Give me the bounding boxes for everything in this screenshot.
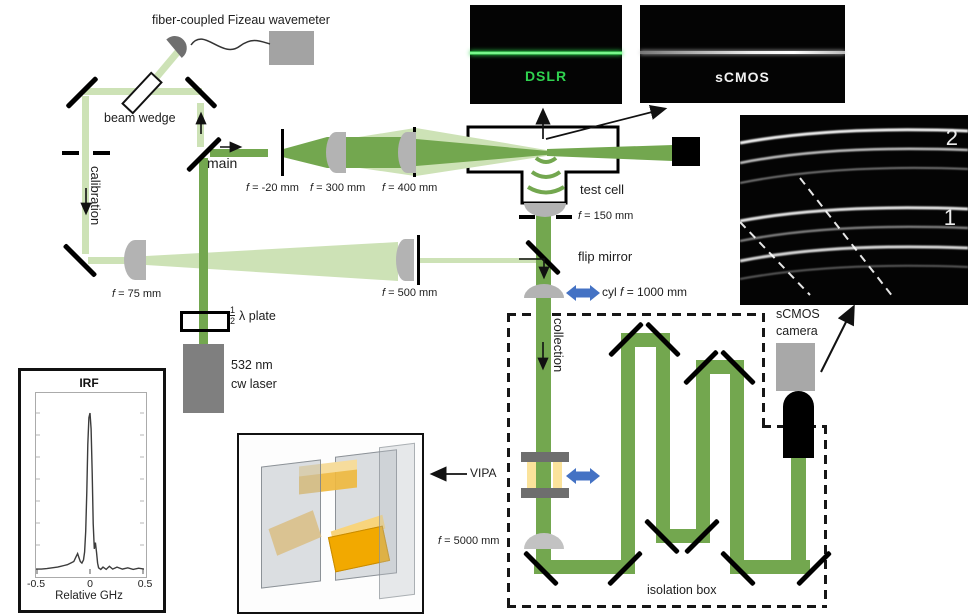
beam-segment — [547, 145, 673, 161]
aperture — [281, 129, 284, 176]
laser-head — [183, 344, 224, 413]
vipa-etalon — [553, 462, 562, 488]
f400-label: f = 400 mm — [382, 182, 438, 194]
f500-label: f = 500 mm — [382, 287, 438, 299]
irf-curve — [36, 412, 144, 571]
laser-label-line1: 532 nm — [231, 358, 273, 372]
dslr-spectrum-line — [470, 51, 622, 55]
scmos-image-panel: sCMOS — [640, 5, 845, 103]
aperture — [93, 151, 110, 155]
scmos-camera-label-line2: camera — [776, 324, 818, 338]
aperture — [62, 151, 79, 155]
irf-plot-area — [35, 392, 147, 578]
lens-f500 — [396, 239, 414, 281]
isolation-box-border-right — [824, 425, 827, 608]
vipa-etalon — [527, 462, 536, 488]
isolation-box-border-bottom — [507, 605, 827, 608]
lens-f5000 — [524, 533, 564, 549]
cyl-lens-label: cyl f = 1000 mm — [602, 285, 688, 299]
beam-segment — [791, 450, 806, 574]
beam-segment — [730, 560, 810, 574]
isolation-box-border-notch-v — [762, 313, 765, 428]
beam-cone — [146, 242, 398, 281]
beam-segment — [420, 258, 538, 263]
lens-f400 — [398, 132, 416, 173]
f300-label: f = 300 mm — [310, 182, 366, 194]
flip-mirror-label: flip mirror — [578, 249, 633, 264]
half-wave-plate — [180, 311, 230, 332]
beam-wedge-label: beam wedge — [104, 111, 176, 125]
f150-label: f = 150 mm — [578, 210, 634, 222]
collection-beam — [536, 211, 551, 574]
beam-segment — [656, 333, 670, 543]
main-beam — [210, 149, 268, 157]
dslr-image-panel: DSLR — [470, 5, 622, 104]
wavemeter-box — [269, 31, 314, 65]
vipa-3d-illustration — [237, 433, 424, 614]
beam-dump — [672, 137, 700, 166]
scmos-label: sCMOS — [715, 69, 770, 85]
half-fraction: 1 2 — [230, 305, 236, 326]
beam-segment — [88, 257, 130, 264]
irf-xtick: -0.5 — [26, 578, 46, 590]
camera-objective — [783, 391, 814, 458]
aperture — [556, 215, 572, 219]
vipa-mount-bar — [521, 488, 569, 498]
fiber-cable — [190, 38, 271, 51]
aperture — [519, 215, 535, 219]
irf-xtick: 0 — [87, 578, 93, 590]
rings-cut-line — [740, 221, 811, 296]
test-cell-label: test cell — [580, 182, 625, 197]
translation-arrow-cyl-lens — [566, 285, 600, 301]
isolation-box-label: isolation box — [647, 583, 717, 597]
translation-arrow-vipa — [566, 468, 600, 484]
f75-label: f = 75 mm — [112, 288, 162, 300]
cylindrical-lens — [524, 284, 564, 298]
beam-segment — [621, 337, 635, 574]
f5000-label: f = 5000 mm — [438, 535, 500, 547]
vipa-mount-bar — [521, 452, 569, 462]
irf-chart-panel: IRF -0.5 0 0.5 R — [18, 368, 166, 613]
rings-cut-line — [799, 177, 894, 298]
arrow-to-rings-image — [820, 304, 855, 373]
vipa-label: VIPA — [470, 466, 497, 480]
f-minus20-label: f = -20 mm — [246, 182, 299, 194]
beam-cone — [283, 137, 327, 168]
aperture — [417, 235, 420, 285]
beam-segment — [197, 103, 204, 147]
arrow-to-scmos — [545, 104, 668, 140]
dslr-label: DSLR — [524, 68, 568, 84]
isolation-box-border-left — [507, 313, 510, 608]
beam-segment — [696, 363, 710, 543]
scmos-camera-label-line1: sCMOS — [776, 307, 820, 321]
lens-f300 — [326, 132, 346, 173]
laser-beam — [199, 158, 208, 346]
half-wave-plate-label: 1 2 λ plate — [230, 305, 276, 326]
calibration-path-label: calibration — [88, 166, 103, 226]
rings-order-2-label: 2 — [945, 125, 958, 150]
vipa-glass-plate-edge — [379, 442, 415, 600]
scattered-light-arcs — [526, 156, 566, 195]
beam-segment — [730, 360, 744, 574]
scmos-spectrum-line — [640, 51, 845, 54]
laser-label-line2: cw laser — [231, 377, 277, 391]
vipa-rings-panel: 2 1 — [740, 115, 968, 305]
irf-xlabel: Relative GHz — [55, 590, 123, 602]
wavemeter-label: fiber-coupled Fizeau wavemeter — [152, 13, 330, 27]
rings-order-1-label: 1 — [943, 205, 956, 230]
irf-title: IRF — [79, 376, 99, 390]
beam-segment — [534, 560, 630, 574]
scmos-camera-body — [776, 343, 815, 391]
beam-segment — [82, 96, 89, 254]
isolation-box-border-top — [507, 313, 765, 316]
lens-f150 — [524, 203, 566, 217]
collection-path-label: collection — [551, 318, 566, 373]
lens-f75 — [124, 240, 146, 280]
irf-xtick: 0.5 — [137, 578, 153, 590]
main-path-label: main — [207, 155, 238, 171]
vipa-rings-arcs — [740, 128, 968, 298]
